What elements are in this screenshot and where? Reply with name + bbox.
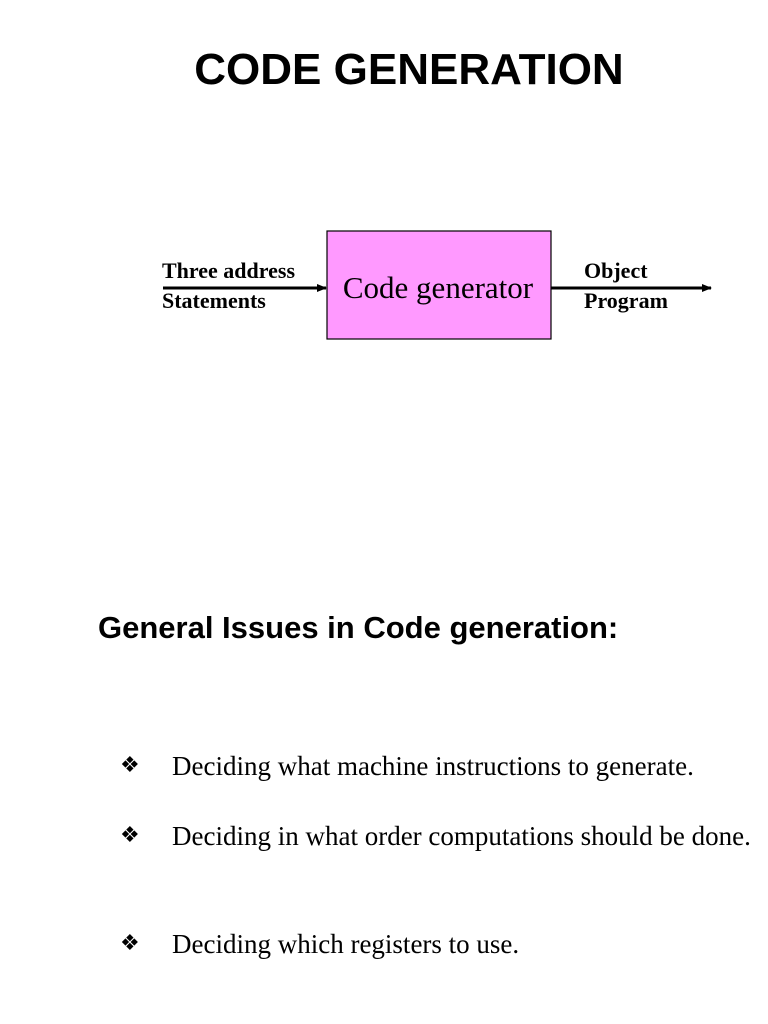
page-title: CODE GENERATION: [194, 45, 624, 94]
section-heading: General Issues in Code generation:: [98, 610, 619, 645]
list-item-text: Deciding what machine instructions to ge…: [172, 751, 694, 781]
input-label-line1: Three address: [162, 258, 295, 283]
list-item: ❖ Deciding in what order computations sh…: [120, 818, 754, 855]
list-item: ❖ Deciding what machine instructions to …: [120, 748, 760, 785]
diamond-bullet-icon: ❖: [120, 930, 140, 955]
list-item: ❖ Deciding which registers to use.: [120, 926, 760, 963]
code-generation-diagram: Code generator Three address Statements …: [162, 230, 712, 340]
output-label-line2: Program: [584, 288, 668, 313]
output-label-line1: Object: [584, 258, 648, 283]
list-item-text: Deciding which registers to use.: [172, 929, 520, 959]
code-generator-box: [326, 230, 552, 340]
code-generator-label: Code generator: [343, 270, 534, 305]
diamond-bullet-icon: ❖: [120, 822, 140, 847]
list-item-text: Deciding in what order computations shou…: [172, 821, 751, 851]
diamond-bullet-icon: ❖: [120, 752, 140, 777]
input-label-line2: Statements: [162, 288, 266, 313]
